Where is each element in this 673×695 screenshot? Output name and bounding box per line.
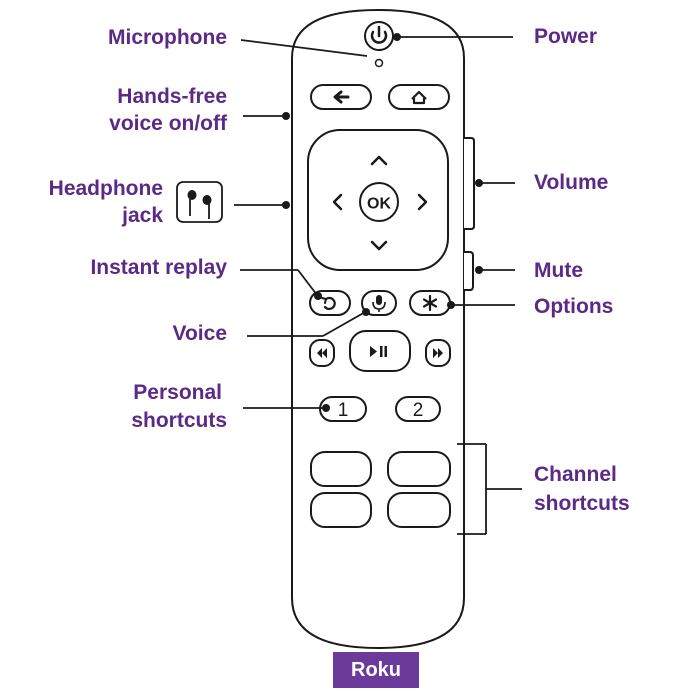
shortcut-2-label: 2	[413, 400, 424, 421]
label-channel-1: Channel	[534, 463, 617, 486]
home-icon	[411, 90, 427, 105]
channel-shortcut-button-1	[310, 451, 372, 487]
headphone-jack-icon	[176, 181, 223, 223]
voice-button	[361, 290, 397, 316]
label-personal-1: Personal	[133, 381, 222, 404]
power-icon	[370, 30, 388, 44]
asterisk-icon	[422, 294, 438, 312]
leader-lines	[234, 36, 522, 535]
power-button	[364, 21, 394, 51]
left-arrow-icon	[332, 193, 343, 211]
options-button	[409, 290, 451, 316]
fast-forward-button	[425, 339, 451, 367]
fast-forward-icon	[433, 348, 443, 358]
shortcut-1-label: 1	[338, 400, 349, 421]
shortcut-button-1: 1	[319, 396, 367, 422]
down-arrow-icon	[370, 240, 388, 251]
label-hands-free-2: voice on/off	[109, 112, 227, 135]
d-pad: OK	[307, 129, 449, 271]
label-power: Power	[534, 25, 598, 48]
replay-icon	[323, 296, 336, 311]
mute-side-button	[464, 251, 474, 291]
label-headphone-2: jack	[122, 204, 163, 227]
rewind-icon	[317, 348, 327, 358]
rewind-button	[309, 339, 335, 367]
label-headphone-1: Headphone	[48, 177, 163, 200]
label-volume: Volume	[534, 171, 609, 194]
channel-shortcut-button-4	[387, 492, 451, 528]
back-button	[310, 84, 372, 110]
label-microphone: Microphone	[108, 26, 227, 49]
play-pause-button	[349, 330, 411, 372]
channel-shortcut-button-2	[387, 451, 451, 487]
microphone-icon	[376, 295, 382, 305]
up-arrow-icon	[370, 155, 388, 166]
play-pause-icon	[370, 346, 377, 357]
leader-dots	[282, 33, 483, 412]
label-voice: Voice	[172, 322, 227, 345]
home-button	[388, 84, 450, 110]
label-channel-2: shortcuts	[534, 492, 630, 515]
back-arrow-icon	[333, 90, 350, 104]
label-options: Options	[534, 295, 614, 318]
label-personal-2: shortcuts	[131, 409, 227, 432]
channel-shortcut-button-3	[310, 492, 372, 528]
shortcut-button-2: 2	[395, 396, 441, 422]
ok-button	[359, 182, 399, 222]
label-mute: Mute	[534, 259, 583, 282]
label-instant-replay: Instant replay	[90, 256, 227, 279]
ok-label: OK	[367, 196, 391, 213]
volume-rocker	[464, 137, 475, 230]
right-arrow-icon	[417, 193, 428, 211]
roku-logo: Roku	[333, 652, 419, 688]
microphone-hole	[374, 58, 384, 68]
label-hands-free-1: Hands-free	[117, 85, 227, 108]
